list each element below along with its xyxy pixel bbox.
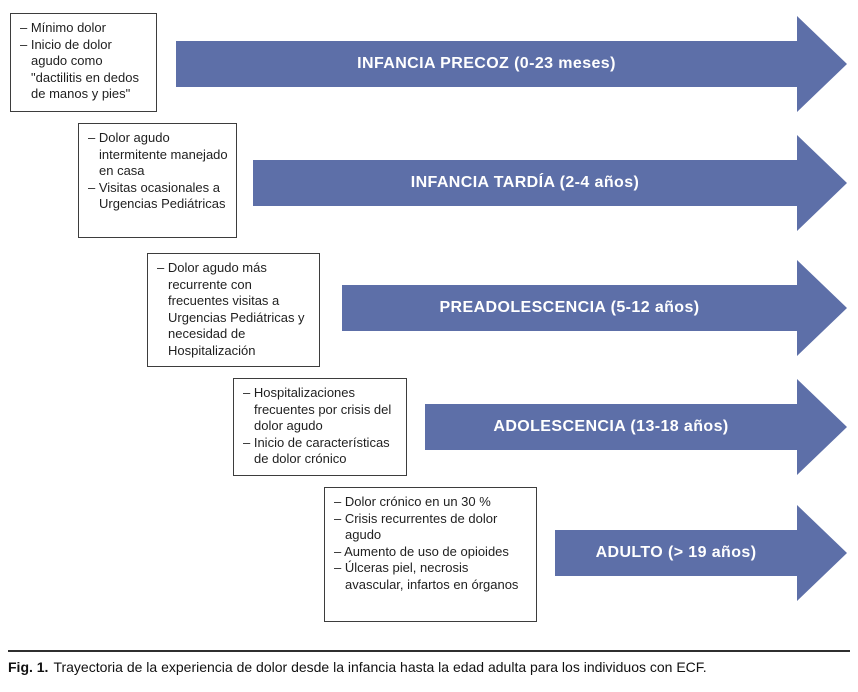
note-bullet: – Aumento de uso de opioides [334, 543, 509, 559]
note-box-infancia-tardia: – Dolor agudo intermitente manejado en c… [78, 123, 237, 238]
figure-caption: Fig. 1.Trayectoria de la experiencia de … [8, 659, 707, 675]
note-box-infancia-precoz: – Mínimo dolor – Inicio de dolor agudo c… [10, 13, 157, 112]
note-bullet: – Inicio de dolor agudo como "dactilitis… [20, 36, 139, 102]
stage-arrow-preadolescencia: PREADOLESCENCIA (5-12 años) [342, 260, 847, 356]
stage-arrow-adulto: ADULTO (> 19 años) [555, 505, 847, 601]
note-bullet: – Hospitalizaciones frecuentes por crisi… [243, 385, 392, 434]
note-bullet-list: – Hospitalizaciones frecuentes por crisi… [243, 385, 398, 468]
figure-caption-text: Trayectoria de la experiencia de dolor d… [53, 659, 707, 675]
note-bullet: – Úlceras piel, necrosis avascular, infa… [334, 560, 519, 592]
stage-arrow-label: ADULTO (> 19 años) [595, 544, 757, 561]
stage-arrow-adolescencia: ADOLESCENCIA (13-18 años) [425, 379, 847, 475]
note-box-preadolescencia: – Dolor agudo más recurrente con frecuen… [147, 253, 320, 367]
note-box-adolescencia: – Hospitalizaciones frecuentes por crisi… [233, 378, 407, 476]
stage-arrow-label: ADOLESCENCIA (13-18 años) [493, 418, 729, 435]
stage-arrow-label: INFANCIA PRECOZ (0-23 meses) [357, 55, 616, 72]
note-bullet-list: – Mínimo dolor – Inicio de dolor agudo c… [20, 20, 148, 103]
stage-arrow-label: INFANCIA TARDÍA (2-4 años) [410, 174, 640, 191]
note-bullet: – Visitas ocasionales a Urgencias Pediát… [88, 179, 226, 212]
note-bullet: – Crisis recurrentes de dolor agudo [334, 510, 498, 543]
figure-caption-label: Fig. 1. [8, 659, 49, 675]
note-bullet-list: – Dolor agudo más recurrente con frecuen… [157, 260, 311, 360]
note-bullet-list: – Dolor crónico en un 30 % – Crisis recu… [334, 494, 528, 594]
stage-arrow-label: PREADOLESCENCIA (5-12 años) [439, 299, 700, 316]
note-bullet: – Inicio de características de dolor cró… [243, 434, 390, 467]
note-bullet: – Dolor agudo intermitente manejado en c… [88, 130, 228, 179]
note-bullet: – Mínimo dolor [20, 20, 106, 35]
caption-divider [8, 650, 850, 652]
note-bullet: – Dolor agudo más recurrente con frecuen… [157, 260, 305, 358]
note-bullet-list: – Dolor agudo intermitente manejado en c… [88, 130, 228, 213]
stage-arrow-infancia-precoz: INFANCIA PRECOZ (0-23 meses) [176, 16, 847, 112]
note-bullet: – Dolor crónico en un 30 % [334, 494, 491, 509]
stage-arrow-infancia-tardia: INFANCIA TARDÍA (2-4 años) [253, 135, 847, 231]
note-box-adulto: – Dolor crónico en un 30 % – Crisis recu… [324, 487, 537, 622]
